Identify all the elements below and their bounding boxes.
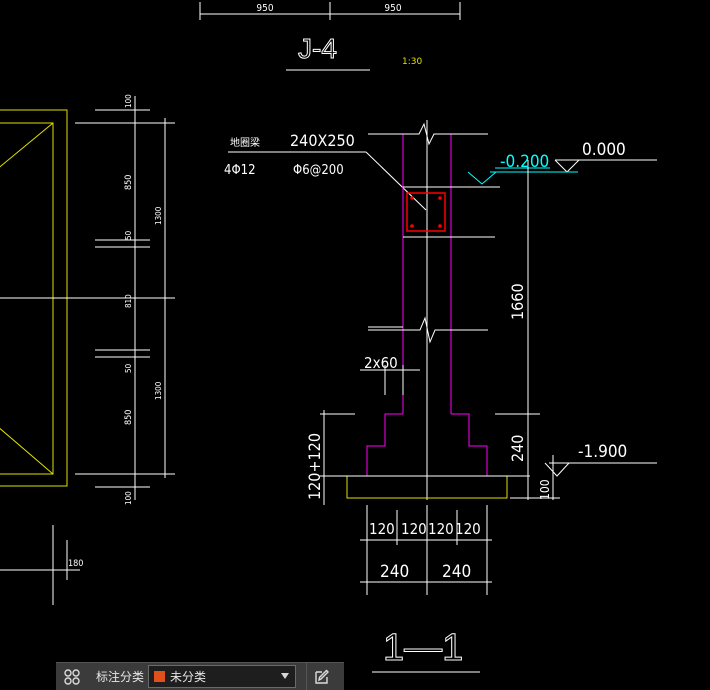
selected-category: 未分类: [170, 670, 207, 684]
plan-dim-850-top: 850: [124, 175, 134, 190]
beam-size: 240X250: [290, 131, 355, 150]
dim-offset: 2x60: [364, 354, 398, 372]
plan-dim-850-bottom: 850: [124, 410, 134, 425]
plan-dim-180: 180: [68, 559, 83, 569]
top-dimension: [199, 2, 461, 20]
beam-leader-diag: [365, 151, 427, 211]
plan-dim-810: 810: [124, 294, 133, 308]
plan-dim-1300-bottom: 1300: [154, 381, 163, 400]
chevron-down-icon: [281, 673, 290, 679]
level-ground: -0.200: [500, 152, 549, 172]
plan-dim-50-bottom: 50: [124, 363, 133, 373]
annotation-category-select[interactable]: 未分类: [148, 665, 297, 688]
dim-cushion: 100: [538, 479, 552, 500]
beam-stirrup: Φ6@200: [293, 163, 344, 178]
level-top: 0.000: [582, 140, 626, 160]
detail-scale: 1:30: [402, 57, 422, 67]
beam-rebar-section: [406, 192, 446, 232]
annotation-toolbar: 标注分类 未分类: [56, 662, 344, 690]
bottom-dim-240-2: 240: [442, 562, 471, 582]
plan-dim-50-top: 50: [124, 230, 133, 240]
edit-icon[interactable]: [306, 663, 337, 690]
top-dim-1: 950: [256, 3, 273, 14]
bottom-dim-120-4: 120: [455, 520, 481, 538]
category-color-swatch: [154, 671, 166, 682]
beam-label: 地圈梁: [230, 136, 260, 149]
plan-dim-100-bottom: 100: [124, 491, 133, 505]
dim-step: 240: [508, 435, 527, 462]
level-markers: [467, 159, 657, 500]
wall-section: [335, 120, 530, 500]
plan-dim-100-top: 100: [124, 94, 133, 108]
dim-step-left: 120+120: [305, 433, 324, 500]
section-label: 1—1: [383, 627, 463, 669]
plan-dim-1300-top: 1300: [154, 206, 163, 225]
top-dim-2: 950: [384, 3, 401, 14]
level-bottom: -1.900: [578, 442, 627, 462]
left-dims: [320, 365, 420, 505]
bottom-dim-120-3: 120: [428, 520, 454, 538]
beam-main-rebar: 4Φ12: [224, 163, 256, 178]
bottom-dim-120-1: 120: [369, 520, 395, 538]
bottom-dim-240-1: 240: [380, 562, 409, 582]
bottom-dim-120-2: 120: [401, 520, 427, 538]
bottom-dims: [360, 505, 492, 595]
grid-icon[interactable]: [56, 663, 88, 690]
annotation-category-label: 标注分类: [96, 670, 145, 684]
plan-view: [0, 96, 175, 605]
detail-title: J-4: [298, 33, 337, 64]
dim-height: 1660: [508, 283, 527, 320]
